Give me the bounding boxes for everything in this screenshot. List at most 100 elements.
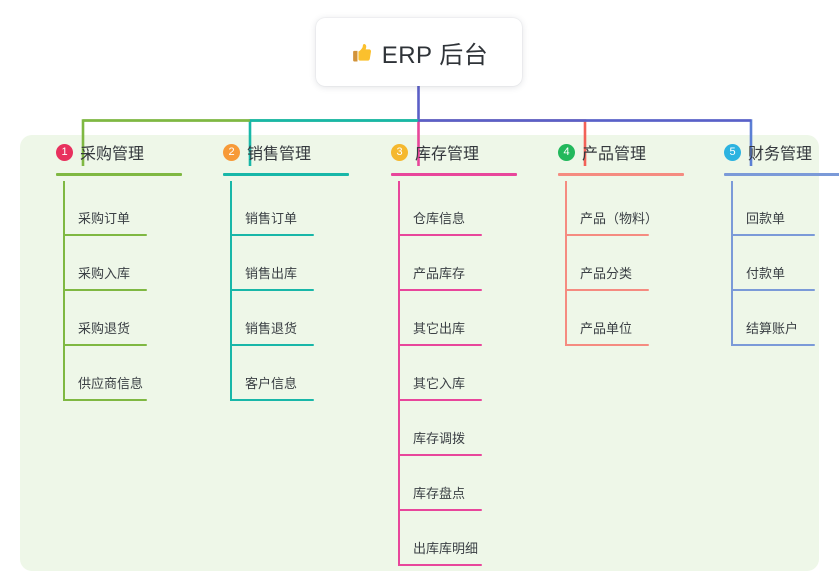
branch-item-label: 其它出库 bbox=[413, 321, 466, 336]
branch-item[interactable]: 客户信息 bbox=[203, 346, 368, 401]
branch-number-badge: 3 bbox=[391, 143, 408, 161]
branch-item-underline bbox=[565, 234, 649, 236]
branch-item[interactable]: 采购订单 bbox=[36, 181, 201, 236]
branch-item[interactable]: 销售退货 bbox=[203, 291, 368, 346]
branch-item-underline bbox=[731, 234, 815, 236]
branch-header-row: 3 库存管理 bbox=[371, 135, 536, 169]
root-title: ERP 后台 bbox=[381, 41, 489, 69]
branch-title-underline bbox=[56, 173, 182, 176]
branch-item-label: 产品库存 bbox=[413, 266, 466, 281]
branch-spine bbox=[565, 181, 567, 346]
branch-item-label: 采购入库 bbox=[78, 266, 131, 281]
branch-item-label: 销售出库 bbox=[245, 266, 298, 281]
branch-item-label: 产品单位 bbox=[580, 321, 633, 336]
branch-title: 库存管理 bbox=[415, 146, 480, 163]
branch-header-row: 2 销售管理 bbox=[203, 135, 368, 169]
branch-item[interactable]: 产品库存 bbox=[371, 236, 536, 291]
branch-item-label: 库存盘点 bbox=[413, 486, 466, 501]
branch-number-badge: 4 bbox=[558, 143, 575, 161]
branch-item-label: 付款单 bbox=[746, 266, 786, 281]
branch-spine bbox=[731, 181, 733, 346]
thumbs-up-icon bbox=[352, 43, 371, 61]
branch-item-label: 客户信息 bbox=[245, 376, 298, 391]
branches-panel bbox=[20, 135, 819, 571]
branch-item-underline bbox=[731, 289, 815, 291]
branch-number-badge: 5 bbox=[724, 143, 741, 161]
branch-item-underline bbox=[398, 454, 482, 456]
branch-item-label: 销售订单 bbox=[245, 211, 298, 226]
branch-column-4: 4 产品管理产品（物料） 产品分类产品单位 bbox=[538, 135, 703, 346]
branch-spine bbox=[63, 181, 65, 401]
branch-item[interactable]: 回款单 bbox=[704, 181, 839, 236]
branch-item[interactable]: 其它入库 bbox=[371, 346, 536, 401]
branch-item-label: 供应商信息 bbox=[78, 376, 144, 391]
branch-title: 销售管理 bbox=[247, 146, 312, 163]
branch-header-2[interactable]: 2 销售管理 bbox=[203, 135, 368, 181]
branch-column-5: 5 财务管理回款单付款单结算账户 bbox=[704, 135, 839, 346]
branch-spine bbox=[230, 181, 232, 401]
branch-items: 仓库信息产品库存其它出库其它入库库存调拨库存盘点出库库明细 bbox=[371, 181, 536, 566]
branch-items: 采购订单采购入库采购退货供应商信息 bbox=[36, 181, 201, 401]
branch-item-underline bbox=[63, 289, 147, 291]
branch-item-label: 仓库信息 bbox=[413, 211, 466, 226]
branch-item-underline bbox=[398, 344, 482, 346]
branch-item[interactable]: 产品分类 bbox=[538, 236, 703, 291]
branch-header-3[interactable]: 3 库存管理 bbox=[371, 135, 536, 181]
branch-item[interactable]: 采购退货 bbox=[36, 291, 201, 346]
branch-item[interactable]: 结算账户 bbox=[704, 291, 839, 346]
branch-item-label: 采购订单 bbox=[78, 211, 131, 226]
branch-title: 产品管理 bbox=[582, 146, 647, 163]
branch-number-badge: 2 bbox=[223, 143, 240, 161]
branch-column-3: 3 库存管理仓库信息产品库存其它出库其它入库库存调拨库存盘点出库库明细 bbox=[371, 135, 536, 566]
branch-item[interactable]: 仓库信息 bbox=[371, 181, 536, 236]
branch-header-5[interactable]: 5 财务管理 bbox=[704, 135, 839, 181]
branch-title-underline bbox=[391, 173, 517, 176]
branch-item-underline bbox=[398, 399, 482, 401]
branch-item-underline bbox=[398, 234, 482, 236]
branch-item[interactable]: 供应商信息 bbox=[36, 346, 201, 401]
branch-item[interactable]: 销售订单 bbox=[203, 181, 368, 236]
branch-item-label: 产品分类 bbox=[580, 266, 633, 281]
branch-item[interactable]: 销售出库 bbox=[203, 236, 368, 291]
branch-item-underline bbox=[565, 289, 649, 291]
branch-item[interactable]: 产品单位 bbox=[538, 291, 703, 346]
branch-header-row: 4 产品管理 bbox=[538, 135, 703, 169]
branch-column-2: 2 销售管理销售订单销售出库销售退货客户信息 bbox=[203, 135, 368, 401]
branch-item-label: 产品（物料） bbox=[580, 211, 659, 226]
branch-item-underline bbox=[398, 289, 482, 291]
branch-header-row: 5 财务管理 bbox=[704, 135, 839, 169]
branch-item[interactable]: 库存盘点 bbox=[371, 456, 536, 511]
branch-item[interactable]: 其它出库 bbox=[371, 291, 536, 346]
branch-item-underline bbox=[230, 344, 314, 346]
branch-item[interactable]: 产品（物料） bbox=[538, 181, 703, 236]
branch-item-underline bbox=[398, 564, 482, 566]
branch-item-underline bbox=[398, 509, 482, 511]
branch-item-underline bbox=[565, 344, 649, 346]
branch-header-4[interactable]: 4 产品管理 bbox=[538, 135, 703, 181]
branch-item-underline bbox=[731, 344, 815, 346]
branch-item-underline bbox=[230, 234, 314, 236]
branch-item[interactable]: 采购入库 bbox=[36, 236, 201, 291]
branch-title-underline bbox=[724, 173, 839, 176]
branch-item-label: 回款单 bbox=[746, 211, 786, 226]
branch-item-underline bbox=[230, 289, 314, 291]
branch-item-underline bbox=[230, 399, 314, 401]
branch-title: 财务管理 bbox=[748, 146, 813, 163]
branch-item-label: 出库库明细 bbox=[413, 541, 479, 556]
branch-title-underline bbox=[558, 173, 684, 176]
root-node-content: ERP 后台 bbox=[350, 35, 489, 70]
branch-title: 采购管理 bbox=[80, 146, 145, 163]
branch-item-label: 采购退货 bbox=[78, 321, 131, 336]
branch-item-label: 库存调拨 bbox=[413, 431, 466, 446]
branch-item[interactable]: 出库库明细 bbox=[371, 511, 536, 566]
branch-item-label: 其它入库 bbox=[413, 376, 466, 391]
branch-item[interactable]: 库存调拨 bbox=[371, 401, 536, 456]
branch-title-underline bbox=[223, 173, 349, 176]
branch-item[interactable]: 付款单 bbox=[704, 236, 839, 291]
root-node[interactable]: ERP 后台 bbox=[316, 18, 522, 86]
branch-item-label: 结算账户 bbox=[746, 321, 799, 336]
